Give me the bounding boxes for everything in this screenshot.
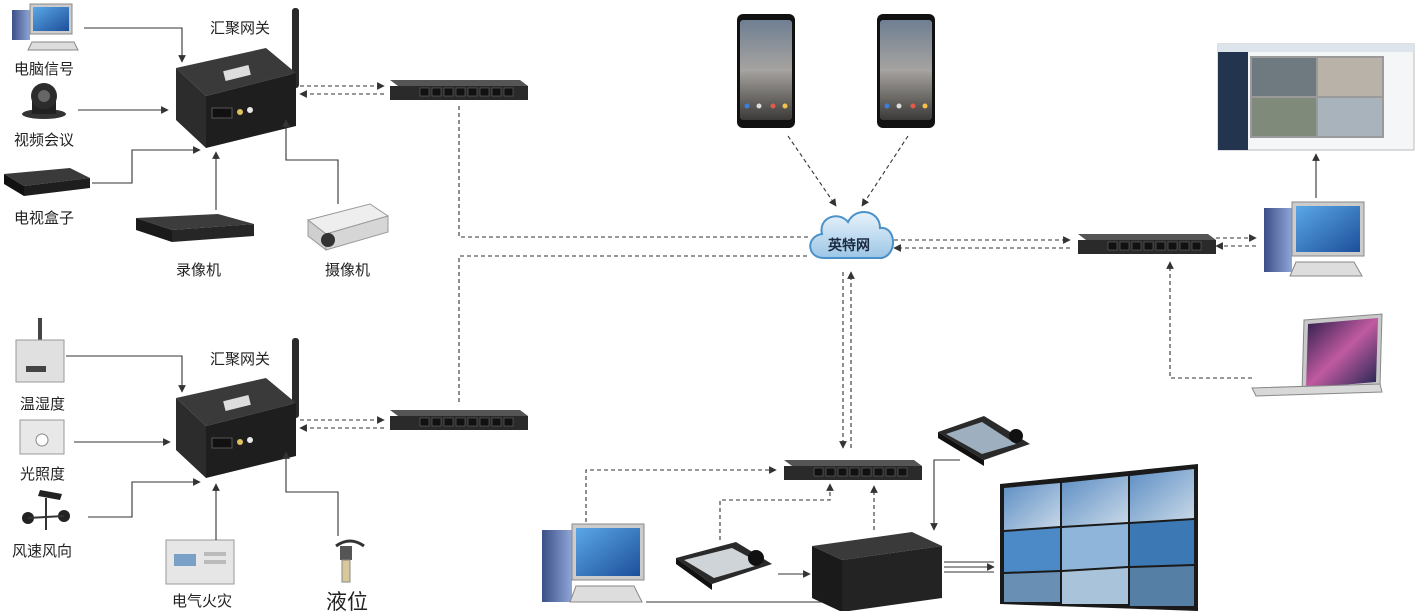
video-wall-display-icon <box>1000 464 1198 611</box>
link-phone-2-to-cloud <box>861 135 909 207</box>
temperature-humidity-sensor-icon <box>15 318 65 383</box>
desktop-computer-right-icon <box>1264 201 1365 277</box>
connector-camera-to-gateway-1 <box>282 119 339 204</box>
cloud-label: 英特网 <box>827 237 870 254</box>
device-label-recorder: 录像机 <box>176 261 221 279</box>
input-label-temperature-humidity: 温湿度 <box>20 395 65 413</box>
gateway-2-title: 汇聚网关 <box>210 350 270 368</box>
connector-keypad-to-controller <box>930 459 960 531</box>
gateway-1-title: 汇聚网关 <box>210 19 270 37</box>
switch-4 <box>784 460 922 480</box>
connector-pc-to-gateway-1 <box>84 27 186 63</box>
gateway-1-device <box>176 8 299 148</box>
link-keyboard-to-switch-4 <box>719 483 834 540</box>
electrical-fire-monitor-icon <box>165 539 235 585</box>
tv-box-icon <box>4 168 90 196</box>
device-label-liquid-level: 液位 <box>326 590 368 611</box>
video-wall-controller-icon <box>812 532 942 611</box>
light-sensor-icon <box>19 419 65 455</box>
link-switch-2-to-cloud <box>458 255 808 402</box>
switch-1 <box>390 80 528 100</box>
smartphone-1-icon <box>737 14 795 128</box>
security-camera-icon <box>306 203 390 252</box>
computer-signal-icon <box>12 3 79 51</box>
input-label-wind: 风速风向 <box>12 542 72 560</box>
control-keyboard-icon <box>676 542 772 590</box>
video-conference-camera-icon <box>22 83 66 119</box>
gateway-2-device <box>176 338 299 478</box>
internet-cloud-icon <box>809 211 894 259</box>
input-label-pc-signal: 电脑信号 <box>14 60 74 78</box>
link-switch-1-to-cloud <box>458 106 808 238</box>
switch-2 <box>390 410 528 430</box>
device-label-electrical-fire: 电气火灾 <box>172 592 232 610</box>
desktop-computer-bottom-icon <box>542 523 645 603</box>
laptop-icon <box>1251 313 1383 397</box>
video-recorder-icon <box>136 214 254 242</box>
input-label-illuminance: 光照度 <box>20 465 65 483</box>
input-label-video-conference: 视频会议 <box>14 131 74 149</box>
liquid-level-sensor-icon <box>335 539 365 583</box>
device-label-camera: 摄像机 <box>325 261 370 279</box>
monitoring-software-screenshot <box>1217 43 1415 151</box>
link-laptop-to-switch-3 <box>1166 261 1252 379</box>
connector-wind-to-gateway-2 <box>88 478 201 518</box>
smartphone-2-icon <box>877 14 935 128</box>
keypad-controller-icon <box>938 416 1030 466</box>
link-pc-to-switch-4 <box>585 466 777 522</box>
connector-temperature-to-gateway-2 <box>66 355 186 393</box>
controller-to-wall-connectors <box>944 561 995 573</box>
connector-level-to-gateway-2 <box>282 451 339 536</box>
switch-3 <box>1078 234 1216 254</box>
connector-tvbox-to-gateway-1 <box>92 146 201 184</box>
link-phone-1-to-cloud <box>787 135 837 207</box>
anemometer-icon <box>22 490 70 530</box>
input-label-tv-box: 电视盒子 <box>14 209 74 227</box>
